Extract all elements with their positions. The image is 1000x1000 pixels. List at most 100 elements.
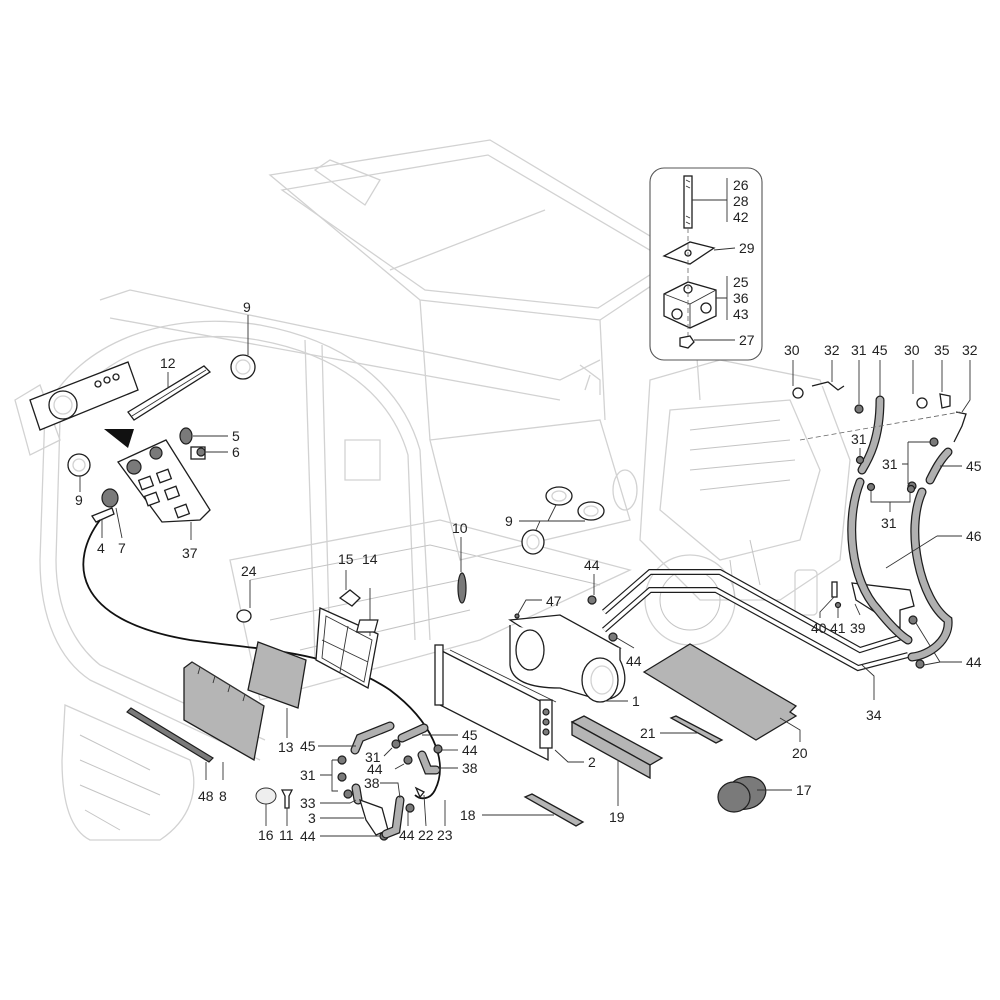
bracket-4 [91,507,115,523]
callout-25: 25 [733,274,749,290]
callout-30-right: 30 [904,342,920,358]
callout-11: 11 [279,827,294,843]
callout-38-left: 38 [364,775,380,791]
callout-16: 16 [258,827,274,843]
callout-45-lower-right: 45 [462,727,478,743]
callout-31-right: 31 [882,456,898,472]
callout-8: 8 [219,788,227,804]
callout-44-lower-left: 44 [300,828,316,844]
callout-35: 35 [934,342,950,358]
callout-44-lower-right: 44 [462,742,478,758]
callout-36: 36 [733,290,749,306]
elbow-32-right [953,411,967,443]
callout-9-center: 9 [505,513,513,529]
fitting-30-right [916,397,928,409]
dash-vent-panel [29,361,139,431]
elbow-35 [939,393,951,409]
clamp-detail-inset [649,167,763,361]
grommet-10 [457,572,467,604]
elbow-32-left [811,381,845,391]
callout-31-center: 31 [365,749,381,765]
callout-38-right: 38 [462,760,478,776]
drain-plug-17 [717,776,767,813]
cap-16 [255,787,277,805]
control-knob-5 [179,427,193,445]
washer-41 [834,601,842,609]
callout-3: 3 [308,810,316,826]
insulation-mat-20 [642,643,798,741]
callout-37: 37 [182,545,198,561]
control-panel-37 [117,439,211,523]
callout-5: 5 [232,428,240,444]
callout-32-right: 32 [962,342,978,358]
callout-44-center: 44 [367,761,383,777]
callout-24: 24 [241,563,257,579]
callout-18: 18 [460,807,476,823]
callout-45-top: 45 [872,342,888,358]
seal-strip-21 [669,715,724,744]
callout-30-left: 30 [784,342,800,358]
callout-15: 15 [338,551,354,567]
callout-31-left: 31 [300,767,316,783]
callout-13: 13 [278,739,294,755]
engine-ghost [612,359,851,646]
filter-element-8 [183,661,265,762]
foam-strip-18 [523,793,585,827]
callout-21: 21 [640,725,656,741]
callout-31-mid: 31 [851,431,867,447]
callout-48: 48 [198,788,214,804]
callout-45-lower-left: 45 [300,738,316,754]
callout-44-mid: 44 [626,653,642,669]
water-valve-3 [359,798,389,836]
callout-42: 42 [733,209,749,225]
air-duct-12 [127,365,212,421]
callout-33: 33 [300,795,316,811]
callout-22: 22 [418,827,434,843]
air-vent-9-center [521,486,605,555]
pre-filter-13 [247,641,307,709]
callout-44-upper: 44 [584,557,600,573]
control-knob-7 [101,488,119,508]
fitting-30-left [792,387,804,399]
callout-7: 7 [118,540,126,556]
plug-24 [236,609,252,623]
heater-pipes-34 [602,569,909,672]
callout-44-right: 44 [966,654,982,670]
push-rivet-11 [280,789,294,809]
callout-2: 2 [588,754,596,770]
callout-43: 43 [733,306,749,322]
callout-39: 39 [850,620,866,636]
heater-core-2 [434,644,557,762]
callout-23: 23 [437,827,453,843]
callout-44-lower-mid: 44 [399,827,415,843]
callout-41: 41 [830,620,846,636]
callout-32-left: 32 [824,342,840,358]
callout-17: 17 [796,782,812,798]
bolt-40 [831,581,838,598]
callout-31-bottom: 31 [881,515,897,531]
callout-6: 6 [232,444,240,460]
callout-10: 10 [452,520,468,536]
callout-14: 14 [362,551,378,567]
blower-unit-1 [355,614,626,703]
seal-48 [126,707,214,763]
callout-40: 40 [811,620,827,636]
callout-34: 34 [866,707,882,723]
callout-31-top: 31 [851,342,867,358]
air-vent-9-top [230,354,256,380]
callout-27: 27 [739,332,755,348]
callout-26: 26 [733,177,749,193]
callout-1: 1 [632,693,640,709]
callout-46: 46 [966,528,982,544]
callout-45-right: 45 [966,458,982,474]
callout-47: 47 [546,593,562,609]
callout-29: 29 [739,240,755,256]
air-vent-9-left [67,453,91,477]
knob-15 [338,589,361,607]
callout-12: 12 [160,355,176,371]
callout-9-left: 9 [75,492,83,508]
callout-20: 20 [792,745,808,761]
arrow-indicator-icon [104,429,134,448]
callout-19: 19 [609,809,625,825]
